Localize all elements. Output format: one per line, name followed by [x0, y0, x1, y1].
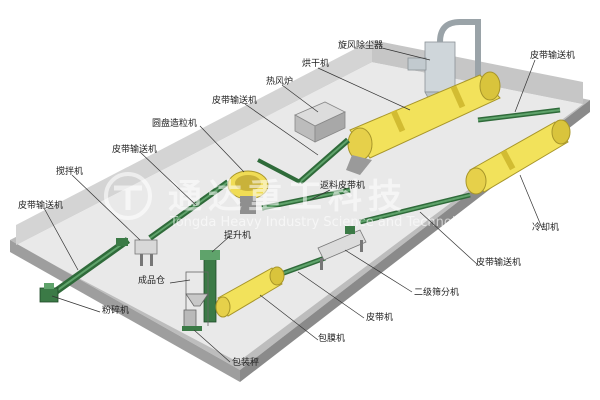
- crusher: [39, 283, 59, 303]
- floor: [16, 62, 583, 362]
- belt-conveyor-top-right: [477, 107, 561, 123]
- bucket-elevator: [200, 250, 220, 323]
- belt-conveyor-top-center: [298, 137, 350, 185]
- company-logo-icon: [104, 172, 152, 220]
- packing-scale: [182, 309, 202, 331]
- label-belt-top-right: 皮带输送机: [530, 49, 575, 61]
- label-belt-left-upper: 皮带输送机: [112, 143, 157, 155]
- disc-granulator: [227, 170, 269, 214]
- label-belt-top-center: 皮带输送机: [212, 94, 257, 106]
- label-disc-granulator: 圆盘造粒机: [152, 117, 197, 129]
- watermark-english: Tongda Heavy Industry Science and Techno…: [169, 215, 480, 230]
- label-dryer: 烘干机: [302, 57, 329, 69]
- belt-conveyor-left-upper: [148, 179, 230, 241]
- secondary-screener: [317, 226, 367, 270]
- watermark-chinese: 通达重工科技: [168, 177, 408, 217]
- label-crusher: 粉碎机: [102, 304, 129, 316]
- label-belt-middle-right: 皮带输送机: [476, 256, 521, 268]
- label-belt-bottom: 皮带机: [366, 311, 393, 323]
- label-packing-scale: 包装秤: [232, 356, 259, 368]
- floor-front-edge: [10, 240, 240, 382]
- return-belt-conveyor: [261, 187, 351, 211]
- coating-machine: [215, 266, 285, 318]
- label-mixer: 搅拌机: [56, 165, 83, 177]
- label-cooler: 冷却机: [532, 221, 559, 233]
- label-return-belt: 返料皮带机: [320, 179, 365, 191]
- label-bucket-elevator: 提升机: [224, 229, 251, 241]
- belt-conveyor-left: [52, 237, 131, 295]
- label-finished-bin: 成品仓: [138, 274, 165, 286]
- belt-conveyor-middle-right: [359, 192, 471, 225]
- label-cyclone: 旋风除尘器: [338, 39, 383, 51]
- label-hot-air-furnace: 热风炉: [266, 75, 293, 87]
- label-belt-left: 皮带输送机: [18, 199, 63, 211]
- hot-air-furnace: [294, 101, 346, 143]
- mixer: [116, 238, 158, 266]
- rotary-cooler: [465, 119, 571, 195]
- belt-conveyor-center-diagonal: [257, 158, 301, 184]
- label-secondary-screen: 二级筛分机: [414, 286, 459, 298]
- rotary-dryer: [346, 71, 501, 175]
- label-coating-machine: 包膜机: [318, 332, 345, 344]
